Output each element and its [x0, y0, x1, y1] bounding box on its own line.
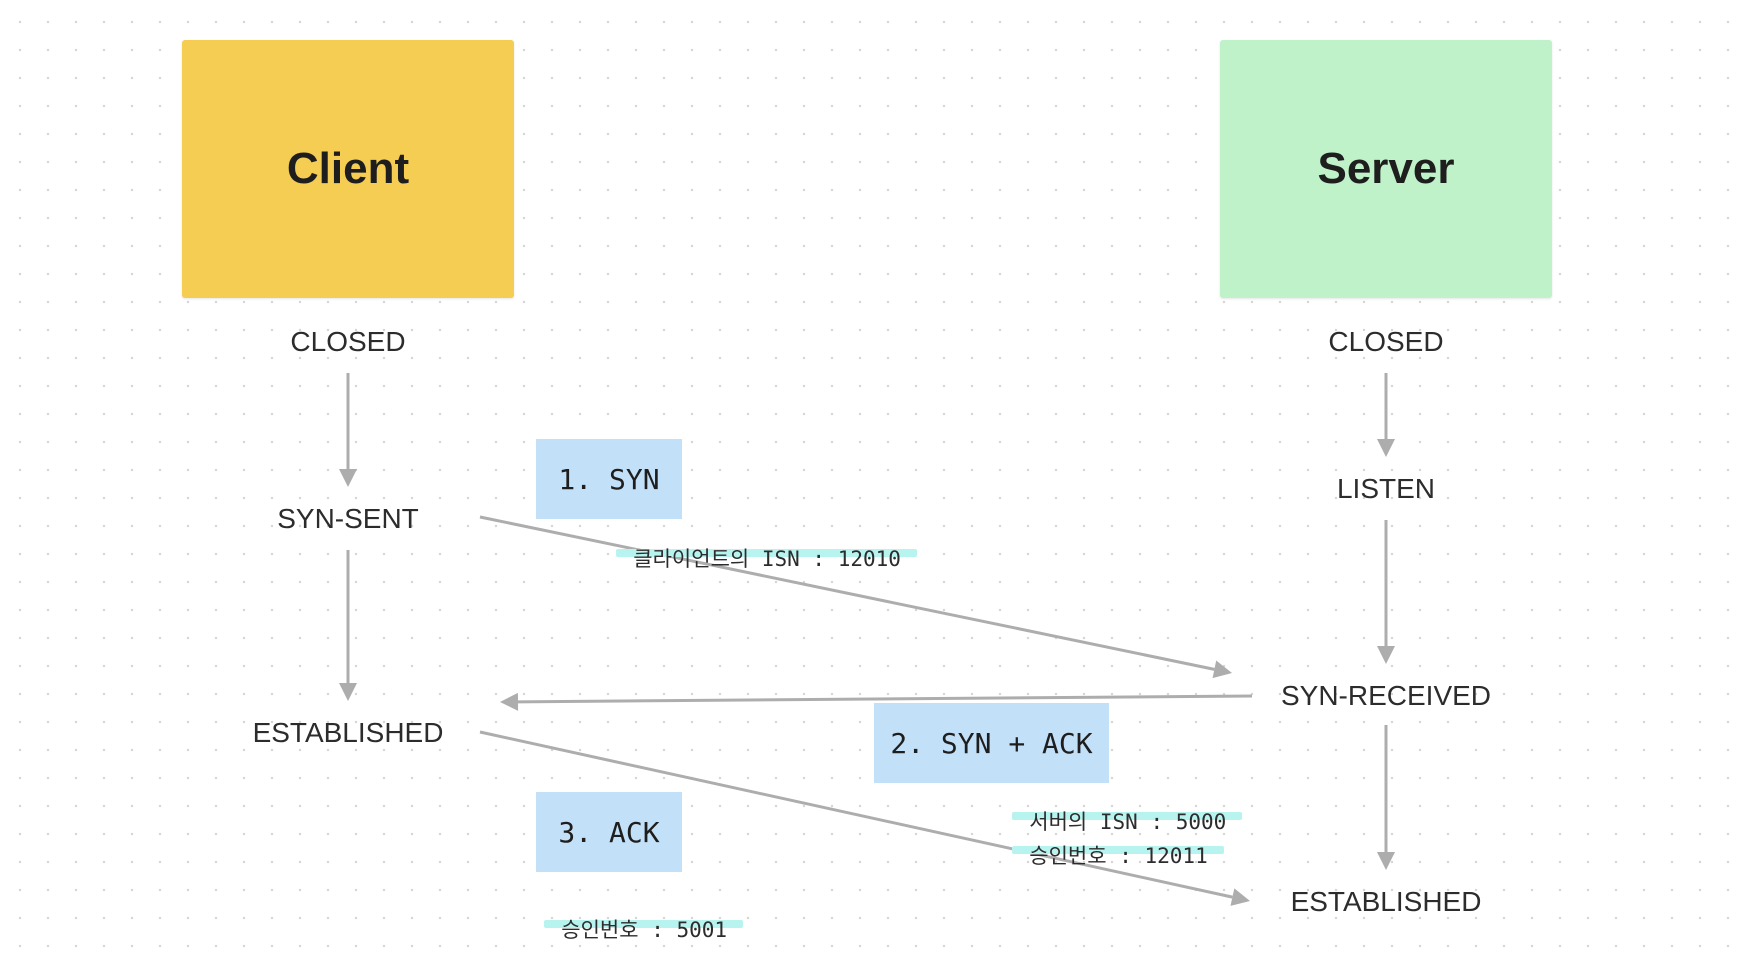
- server-ack-number-note: 승인번호 : 12011: [1002, 816, 1224, 870]
- server-listen-to-syn-received-arrow-head: [1377, 646, 1395, 664]
- client-ack-number-note: 승인번호 : 5001: [534, 890, 744, 944]
- client-node: Client: [182, 40, 514, 298]
- syn-arrow-line: [479, 515, 1215, 671]
- server-closed-to-listen-arrow: [1377, 373, 1395, 457]
- server-syn-received-to-established-arrow-head: [1377, 852, 1395, 870]
- syn-ack-arrow-head: [500, 692, 519, 711]
- server-ack-number-text: 승인번호 : 12011: [1029, 844, 1208, 868]
- client-title: Client: [286, 144, 410, 193]
- server-listen-to-syn-received-arrow: [1377, 520, 1395, 664]
- client-isn-note: 클라이언트의 ISN : 12010: [606, 519, 917, 573]
- server-syn-received-to-established-arrow: [1377, 725, 1395, 870]
- client-closed-to-syn-sent-arrow: [339, 373, 357, 487]
- server-state-established: ESTABLISHED: [1290, 886, 1482, 917]
- server-title: Server: [1317, 144, 1455, 193]
- client-isn-text: 클라이언트의 ISN : 12010: [633, 547, 901, 571]
- client-syn-sent-to-established-arrow-head: [339, 683, 357, 701]
- syn-arrow: [479, 515, 1232, 679]
- syn-message-box: 1. SYN: [536, 439, 682, 519]
- ack-arrow-line: [479, 730, 1233, 899]
- client-closed-to-syn-sent-arrow-head: [339, 469, 357, 487]
- server-state-syn-received: SYN-RECEIVED: [1280, 680, 1492, 711]
- server-state-closed: CLOSED: [1328, 326, 1444, 357]
- client-ack-number-text: 승인번호 : 5001: [561, 918, 728, 942]
- client-syn-sent-to-established-arrow: [339, 550, 357, 701]
- client-state-established: ESTABLISHED: [252, 717, 444, 748]
- ack-arrow-head: [1230, 888, 1250, 906]
- syn-ack-arrow: [500, 692, 1253, 711]
- ack-arrow: [479, 730, 1250, 906]
- server-isn-note: 서버의 ISN : 5000: [1002, 782, 1243, 836]
- server-node: Server: [1220, 40, 1552, 298]
- ack-message-box: 3. ACK: [536, 792, 682, 872]
- client-state-closed: CLOSED: [290, 326, 406, 357]
- server-closed-to-listen-arrow-head: [1377, 439, 1395, 457]
- syn-arrow-head: [1212, 660, 1232, 679]
- server-state-listen: LISTEN: [1336, 473, 1436, 504]
- server-isn-text: 서버의 ISN : 5000: [1029, 810, 1227, 834]
- syn-ack-message-box: 2. SYN + ACK: [874, 703, 1109, 783]
- syn-ack-arrow-line: [517, 694, 1253, 704]
- client-state-syn-sent: SYN-SENT: [277, 503, 419, 534]
